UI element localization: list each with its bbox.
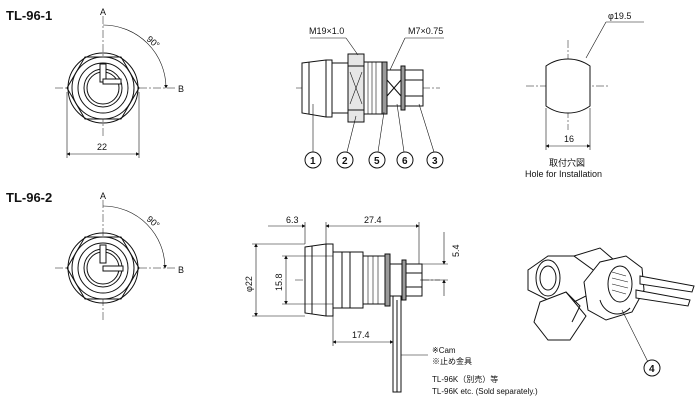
- dia-158-label: 15.8: [274, 273, 284, 291]
- dim-54-label: 5.4: [451, 244, 461, 257]
- callout-5-text: 5: [374, 156, 380, 167]
- model-title-2: TL-96-2: [6, 190, 52, 205]
- callout-6-text: 6: [402, 156, 408, 167]
- callout-6: [396, 151, 414, 169]
- angle-label-1: 90°: [145, 34, 162, 51]
- model-title-1: TL-96-1: [6, 8, 52, 23]
- callout-3-text: 3: [432, 156, 438, 167]
- front-view-2: A B 90°: [55, 191, 184, 322]
- callout-3: [426, 151, 444, 169]
- thread-main-label: M19×1.0: [309, 26, 344, 36]
- front-view-1: A B 90° 22: [55, 7, 184, 158]
- hole-caption-jp: 取付穴図: [549, 157, 585, 168]
- bezel: [301, 59, 333, 118]
- axis-a-label-2: A: [100, 191, 106, 201]
- note-cam: ※Cam: [432, 346, 456, 355]
- hole-caption-en: Hole for Installation: [525, 169, 602, 179]
- len-174-label: 17.4: [352, 330, 370, 340]
- len-63-label: 6.3: [286, 215, 299, 225]
- hole-flat-label: 16: [564, 134, 574, 144]
- callout-2: [336, 151, 354, 169]
- end-nut: [404, 69, 424, 107]
- hex-width-label-1: 22: [97, 142, 107, 152]
- callout-4: [643, 359, 661, 377]
- callout-1: [304, 151, 322, 169]
- callout-5: [368, 151, 386, 169]
- angle-label-2: 90°: [145, 214, 162, 231]
- hole-diagram: φ19.5 16 取付穴図 Hole for Installation: [525, 11, 644, 179]
- side-view-1: M19×1.0 M7×0.75 1 2 5 6 3: [296, 26, 444, 169]
- axis-b-label-1: B: [178, 84, 184, 94]
- note-sold-jp: TL-96K（別売）等: [432, 374, 498, 384]
- hole-diameter-label: φ19.5: [608, 11, 631, 21]
- key-illustration: 4: [527, 247, 695, 377]
- axis-b-label-2: B: [178, 265, 184, 275]
- len-274-label: 27.4: [364, 215, 382, 225]
- hex-nut-outline-1: [66, 56, 140, 120]
- note-cam-jp: ※止め金具: [432, 356, 472, 366]
- hole-shape: [545, 58, 591, 114]
- thread-small-label: M7×0.75: [408, 26, 443, 36]
- dia-22-label: φ22: [244, 276, 254, 292]
- note-sold-en: TL-96K etc. (Sold separately.): [432, 387, 538, 396]
- callout-2-text: 2: [342, 156, 348, 167]
- axis-a-label-1: A: [100, 7, 106, 17]
- callout-4-text: 4: [649, 364, 655, 375]
- callout-1-text: 1: [310, 156, 316, 167]
- side-view-2: 6.3 27.4 φ22 15.8 5.4 17.4 ※Cam ※止め金具 TL…: [244, 215, 538, 396]
